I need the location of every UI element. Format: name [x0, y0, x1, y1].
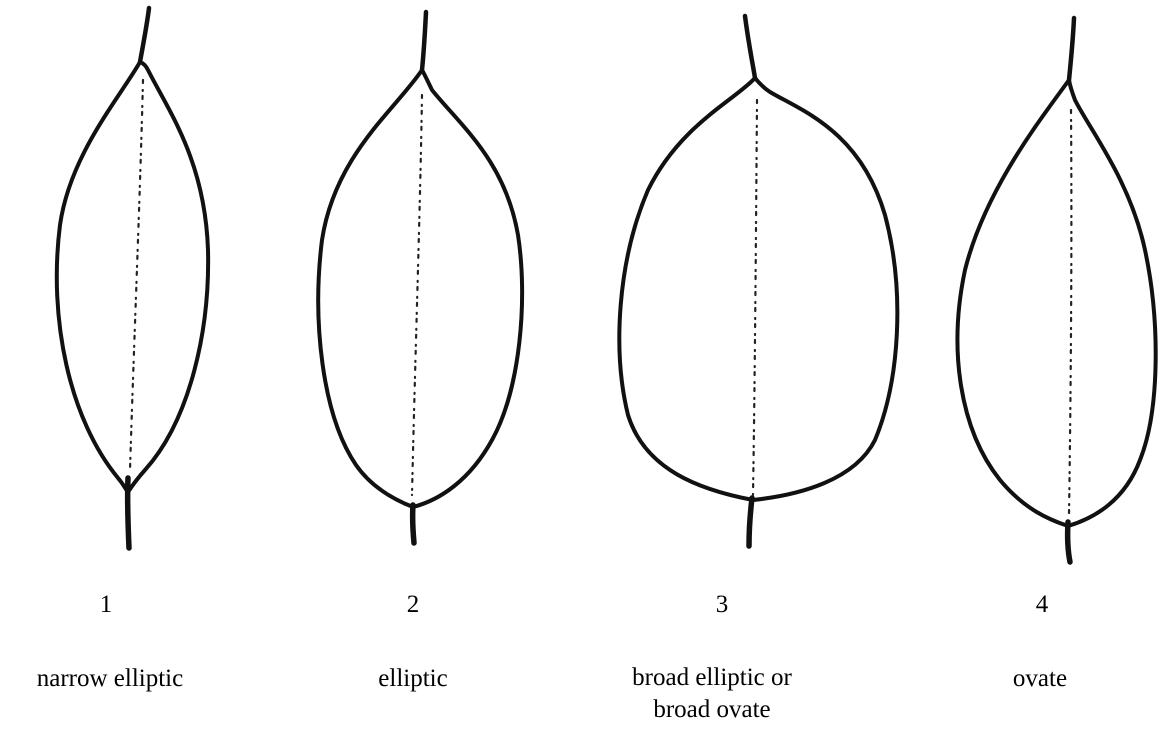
leaf-4-petiole [1068, 522, 1070, 562]
leaf-1-midrib [130, 80, 143, 470]
leaf-2-label: elliptic [343, 662, 483, 696]
leaf-2-elliptic [318, 12, 522, 543]
leaf-2-tip [422, 12, 426, 70]
leaf-1-label: narrow elliptic [0, 662, 220, 696]
leaf-1-petiole [128, 478, 129, 548]
leaf-4-tip [1069, 18, 1074, 80]
leaf-3-midrib [753, 100, 757, 495]
leaf-4-ovate [958, 18, 1156, 562]
leaf-4-outline [958, 80, 1156, 526]
leaf-2-outline [318, 70, 522, 507]
leaf-4-midrib [1069, 110, 1071, 515]
leaf-3-label: broad elliptic or broad ovate [612, 662, 812, 726]
leaf-1-tip [140, 8, 149, 62]
leaf-1-number: 1 [86, 590, 126, 620]
leaf-2-midrib [412, 95, 422, 495]
leaf-3-number: 3 [702, 590, 742, 620]
leaf-3-petiole [749, 498, 752, 546]
leaf-1-outline [57, 62, 208, 492]
leaf-3-outline [619, 78, 897, 500]
leaf-3-tip [745, 16, 755, 78]
leaf-1-narrow-elliptic [57, 8, 208, 548]
leaf-3-broad-elliptic [619, 16, 897, 546]
leaf-4-label: ovate [980, 662, 1100, 696]
leaf-2-petiole [413, 505, 414, 543]
leaf-4-number: 4 [1022, 590, 1062, 620]
leaf-2-number: 2 [393, 590, 433, 620]
